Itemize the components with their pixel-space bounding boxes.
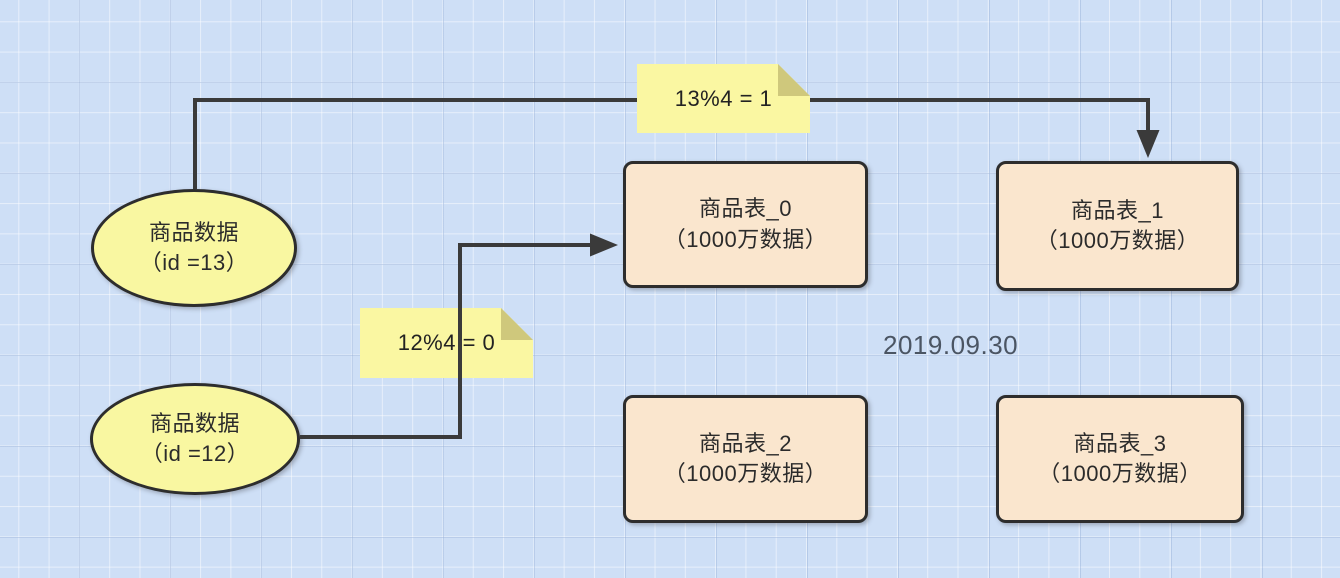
- node-label-line2: （1000万数据）: [663, 461, 828, 486]
- note-mod13[interactable]: 13%4 = 1: [637, 64, 810, 133]
- node-label-line2: （1000万数据）: [1035, 228, 1200, 253]
- node-table-3[interactable]: 商品表_3 （1000万数据）: [996, 395, 1244, 523]
- node-table-2[interactable]: 商品表_2 （1000万数据）: [623, 395, 868, 523]
- node-label-line2: （1000万数据）: [1038, 461, 1202, 486]
- note-text: 13%4 = 1: [674, 85, 773, 111]
- arrowhead-down-icon: [1136, 130, 1160, 158]
- node-source-id12[interactable]: 商品数据 （id =12）: [90, 383, 300, 495]
- edge-source12-to-table0[interactable]: [300, 233, 618, 439]
- node-table-0[interactable]: 商品表_0 （1000万数据）: [623, 161, 868, 288]
- date-label[interactable]: 2019.09.30: [883, 330, 1019, 360]
- node-label-line1: 商品表_3: [1073, 430, 1167, 456]
- node-label-line1: 商品数据: [149, 410, 240, 436]
- node-label-line1: 商品表_1: [1071, 197, 1164, 223]
- node-source-id13[interactable]: 商品数据 （id =13）: [91, 189, 297, 307]
- node-label-line2: （1000万数据）: [663, 226, 828, 252]
- node-label-line1: 商品表_2: [699, 430, 792, 456]
- node-label-line1: 商品表_0: [699, 196, 792, 222]
- note-text: 12%4 = 0: [397, 330, 496, 355]
- arrowhead-right-icon: [590, 233, 618, 257]
- node-label-line2: （id =12）: [140, 441, 250, 466]
- note-mod12[interactable]: 12%4 = 0: [360, 308, 533, 378]
- node-label-line2: （id =13）: [139, 250, 249, 275]
- node-table-1[interactable]: 商品表_1 （1000万数据）: [996, 161, 1239, 291]
- node-label-line1: 商品数据: [148, 219, 239, 245]
